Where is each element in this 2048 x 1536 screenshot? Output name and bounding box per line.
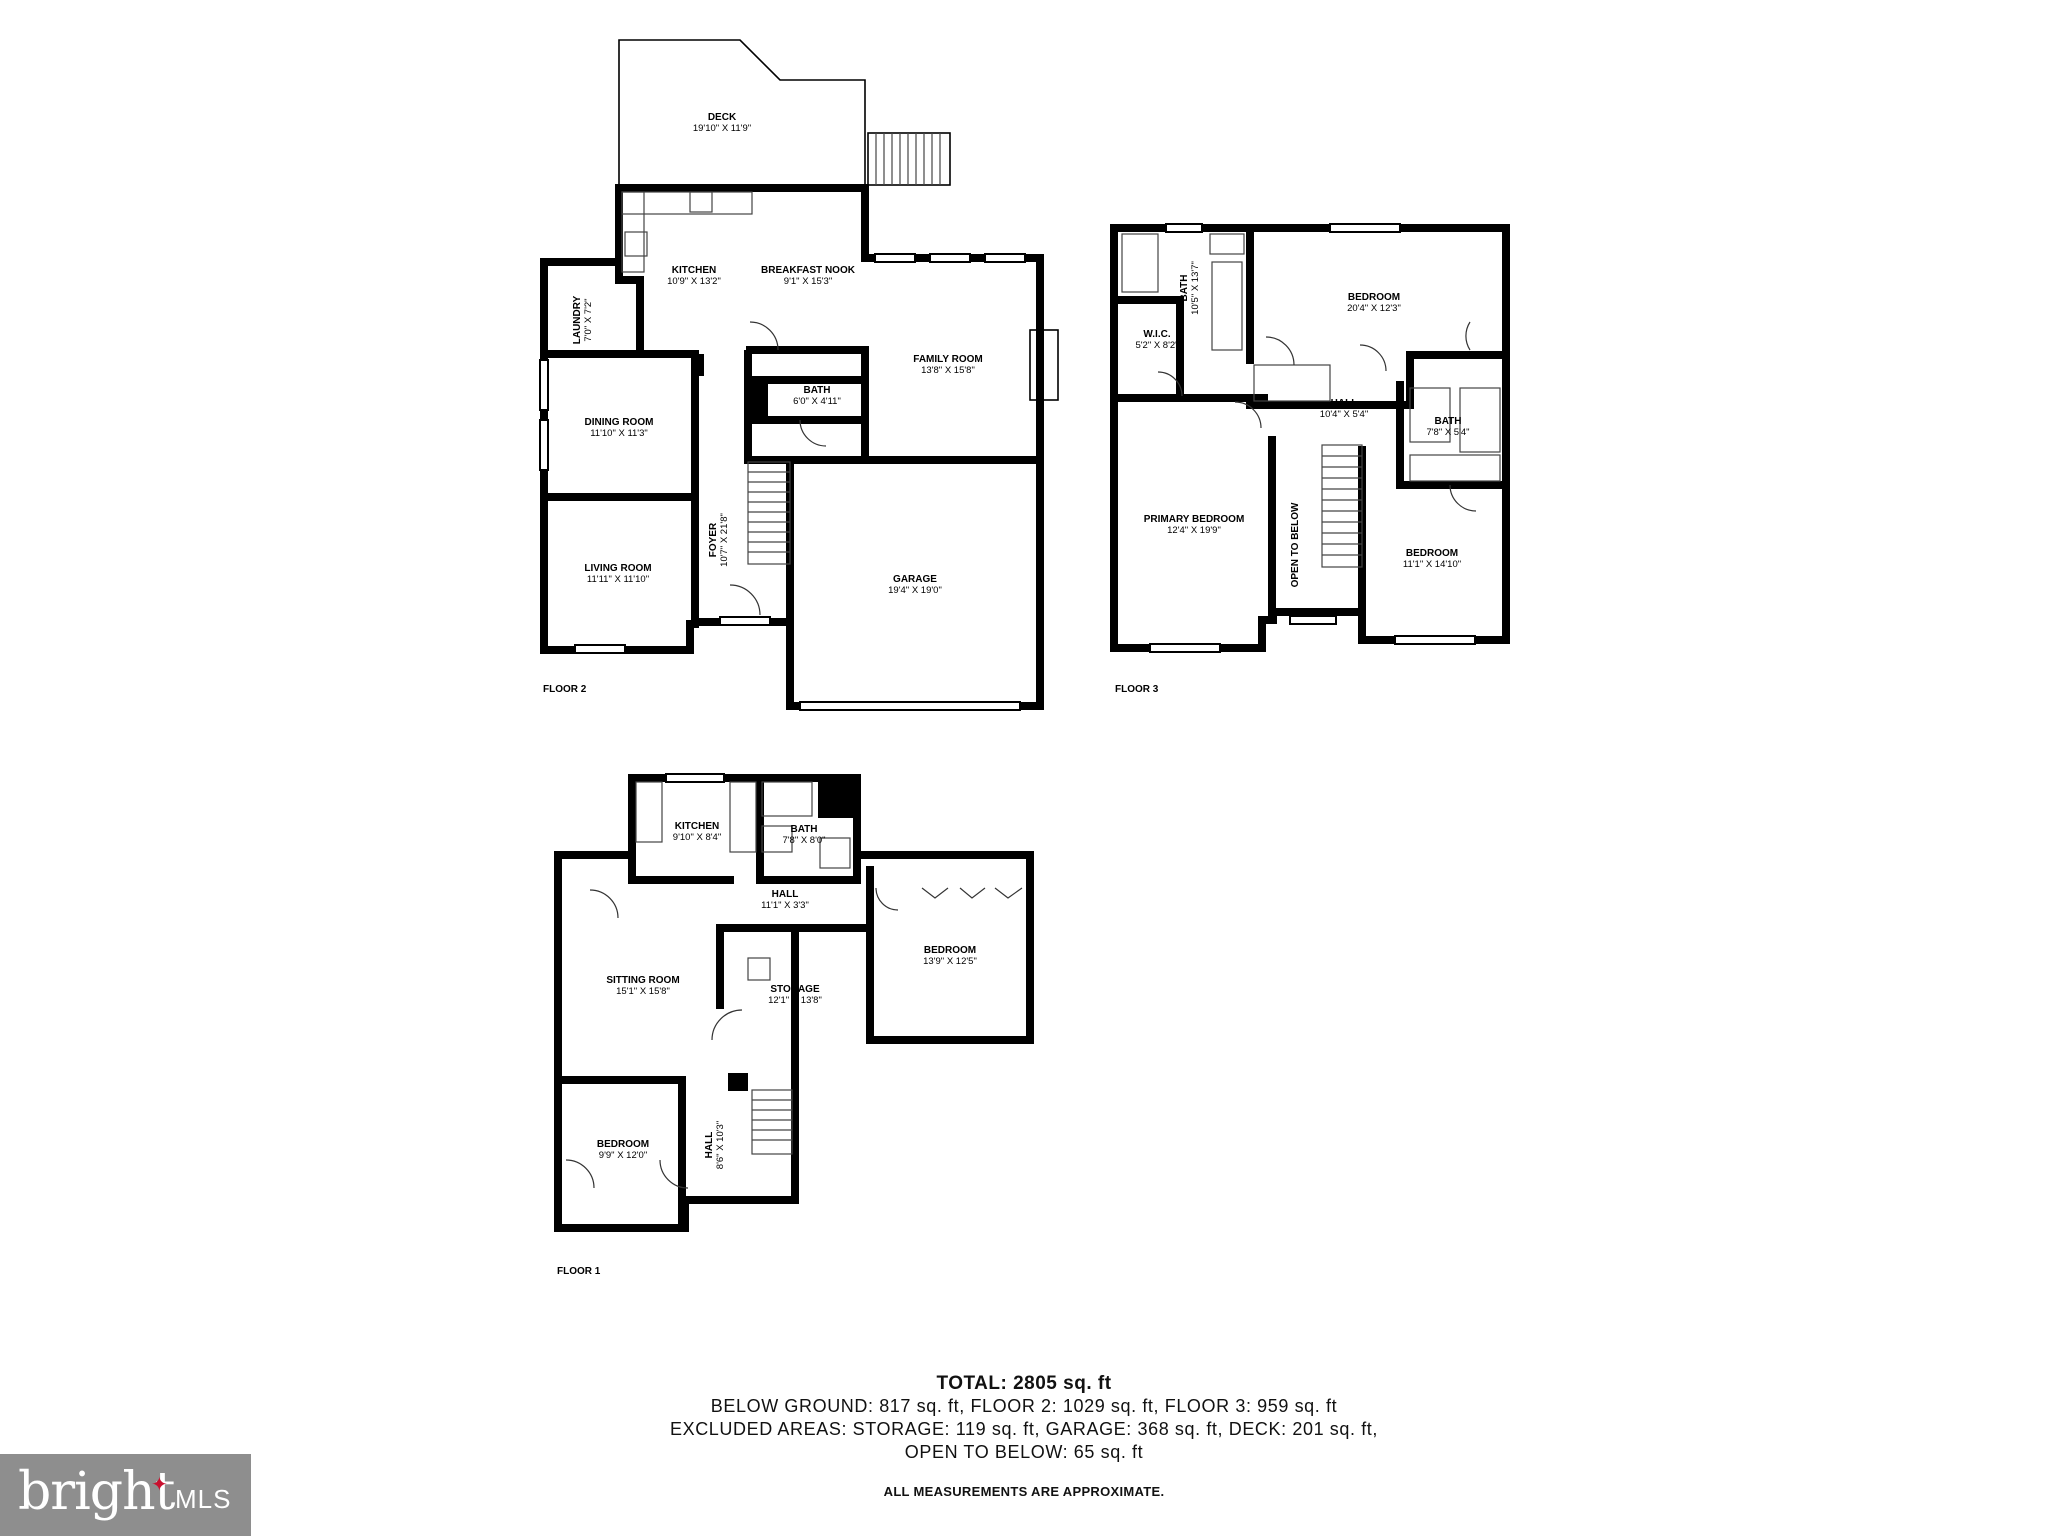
garage-name: GARAGE — [893, 574, 937, 585]
dining-dims: 11'10" X 11'3" — [590, 428, 648, 439]
floor-3-plan: BATH 10'5" X 13'7" BEDROOM 20'4" X 12'3"… — [1110, 223, 1510, 695]
deck-outline — [618, 39, 951, 186]
floor-2-stairs — [747, 461, 791, 565]
measurement-disclaimer: ALL MEASUREMENTS ARE APPROXIMATE. — [883, 1484, 1165, 1499]
floor-1-hall-2-dims: 8'6" X 10'3" — [715, 1121, 726, 1169]
open-to-below-area: OPEN TO BELOW: 65 sq. ft — [904, 1442, 1144, 1462]
floor-3-windows — [1149, 223, 1476, 653]
bath-dims: 6'0" X 4'11" — [793, 396, 841, 407]
area-summary: TOTAL: 2805 sq. ft BELOW GROUND: 817 sq.… — [0, 1372, 2048, 1464]
storage-dims: 12'1" X 13'8" — [768, 995, 822, 1006]
floor-1-bedroom-1-dims: 13'9" X 12'5" — [923, 956, 977, 967]
deck-dims: 19'10" X 11'9" — [693, 123, 751, 134]
floor-1-plan: KITCHEN 9'10" X 8'4" BATH 7'8" X 8'0" HA… — [554, 773, 1034, 1277]
floor-3-walls — [1110, 224, 1510, 652]
floor-1-hall-dims: 11'1" X 3'3" — [761, 900, 809, 911]
breakfast-name: BREAKFAST NOOK — [761, 265, 856, 276]
living-name: LIVING ROOM — [584, 563, 651, 574]
floor-3-bath-name: BATH — [1179, 274, 1190, 301]
floor-3-hall-dims: 10'4" X 5'4" — [1320, 409, 1368, 420]
floor-3-bath-dims: 10'5" X 13'7" — [1190, 261, 1201, 315]
excluded-areas: EXCLUDED AREAS: STORAGE: 119 sq. ft, GAR… — [670, 1419, 1378, 1439]
storage-name: STORAGE — [770, 984, 820, 995]
primary-bedroom-dims: 12'4" X 19'9" — [1167, 525, 1221, 536]
foyer-name: FOYER — [708, 522, 719, 557]
floor-3-fixtures — [1121, 233, 1501, 482]
floor-2-chimney — [744, 380, 768, 420]
bath-name: BATH — [803, 385, 830, 396]
floor-1-chimney — [818, 778, 858, 818]
floor-1-kitchen-name: KITCHEN — [675, 821, 719, 832]
laundry-name: LAUNDRY — [572, 295, 583, 344]
dining-name: DINING ROOM — [585, 417, 654, 428]
floor-3-bath-2-name: BATH — [1434, 416, 1461, 427]
floor-1-kitchen-dims: 9'10" X 8'4" — [673, 832, 721, 843]
sitting-room-name: SITTING ROOM — [606, 975, 679, 986]
floor-3-bath-2-dims: 7'8" X 5'4" — [1426, 427, 1469, 438]
floor-1-fixtures — [635, 781, 851, 981]
floor-1-bedroom-2-dims: 9'9" X 12'0" — [599, 1150, 647, 1161]
garage-dims: 19'4" X 19'0" — [888, 585, 942, 596]
logo-mls-text: MLS — [175, 1484, 232, 1514]
floor-1-hall-2-name: HALL — [704, 1132, 715, 1159]
floor-1-bedroom-2-name: BEDROOM — [597, 1139, 649, 1150]
open-to-below-label: OPEN TO BELOW — [1290, 502, 1301, 587]
floor-3-doors — [1157, 321, 1477, 512]
floor-1-walls — [554, 774, 1034, 1232]
floor-1-label: FLOOR 1 — [557, 1266, 601, 1277]
floor-1-hall-name: HALL — [772, 889, 799, 900]
laundry-dims: 7'0" X 7'2" — [583, 298, 594, 341]
floor-2-kitchen-counters — [621, 191, 753, 273]
kitchen-dims: 10'9" X 13'2" — [667, 276, 721, 287]
floor-3-label: FLOOR 3 — [1115, 684, 1159, 695]
floor-1-bedroom-1-name: BEDROOM — [924, 945, 976, 956]
floor-2-doors — [729, 321, 827, 616]
area-breakdown: BELOW GROUND: 817 sq. ft, FLOOR 2: 1029 … — [710, 1396, 1338, 1416]
floor-3-hall-name: HALL — [1331, 398, 1358, 409]
total-area: TOTAL: 2805 sq. ft — [936, 1373, 1112, 1394]
sitting-room-dims: 15'1" X 15'8" — [616, 986, 670, 997]
floor-1-doors — [565, 887, 1023, 1189]
fireplace — [1029, 329, 1059, 401]
floor-1-window — [665, 773, 725, 783]
wic-name: W.I.C. — [1143, 329, 1170, 340]
logo-star-icon: ✦ — [151, 1474, 168, 1496]
living-dims: 11'11" X 11'10" — [587, 574, 649, 585]
wic-dims: 5'2" X 8'2" — [1135, 340, 1178, 351]
floor-3-bedroom-1-dims: 20'4" X 12'3" — [1347, 303, 1401, 314]
kitchen-name: KITCHEN — [672, 265, 716, 276]
floor-1-bath-dims: 7'8" X 8'0" — [782, 835, 825, 846]
family-name: FAMILY ROOM — [913, 354, 982, 365]
floor-3-bedroom-2-name: BEDROOM — [1406, 548, 1458, 559]
floor-1-bath-name: BATH — [790, 824, 817, 835]
family-dims: 13'8" X 15'8" — [921, 365, 975, 376]
floor-2-windows — [539, 253, 1026, 711]
floor-2-plan: DECK 19'10" X 11'9" KITCHEN 10'9" X 13'2… — [539, 39, 1059, 711]
floor-1-stairs — [751, 1089, 793, 1155]
floor-3-bedroom-1-name: BEDROOM — [1348, 292, 1400, 303]
logo-wordmark: bright — [18, 1462, 175, 1522]
primary-bedroom-name: PRIMARY BEDROOM — [1144, 514, 1245, 525]
breakfast-dims: 9'1" X 15'3" — [784, 276, 832, 287]
floor-2-label: FLOOR 2 — [543, 684, 587, 695]
foyer-dims: 10'7" X 21'8" — [719, 513, 730, 567]
deck-name: DECK — [708, 112, 737, 123]
floor-3-bedroom-2-dims: 11'1" X 14'10" — [1403, 559, 1461, 570]
bright-mls-logo: bright ✦ MLS — [0, 1454, 251, 1536]
floor-3-stairs — [1321, 444, 1363, 568]
